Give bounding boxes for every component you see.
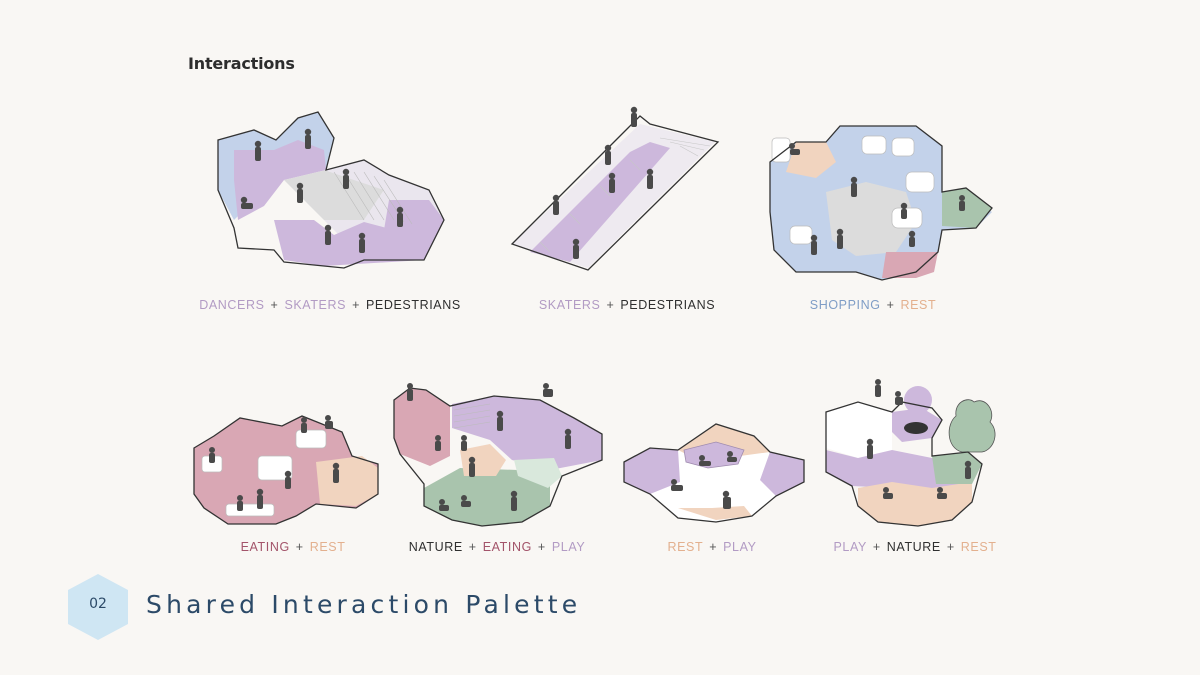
caption-word: PEDESTRIANS (365, 298, 461, 312)
section-number-hexagon (68, 574, 128, 640)
section-number: 02 (89, 596, 107, 612)
plaza-outline (217, 111, 445, 269)
caption-skaters-pedestrians: SKATERS + PEDESTRIANS (539, 298, 715, 312)
play-hole (904, 422, 928, 434)
caption-play-nature-rest: PLAY + NATURE + REST (833, 540, 996, 554)
green-zone (942, 188, 992, 228)
caption-word: SKATERS (538, 298, 601, 312)
diagram-rest-play (620, 420, 806, 524)
caption-word: NATURE (886, 540, 941, 554)
caption-eating-rest: EATING + REST (241, 540, 346, 554)
rest-zone (316, 456, 378, 506)
caption-word: PEDESTRIANS (620, 298, 716, 312)
nature-zone (424, 468, 550, 526)
caption-shopping-rest: SHOPPING + REST (810, 298, 936, 312)
caption-word: REST (667, 540, 704, 554)
play-zone-right (760, 452, 804, 496)
people-figures (789, 143, 965, 255)
tree (948, 399, 996, 453)
plus-sign: + (709, 540, 718, 554)
caption-dancers-skaters-pedestrians: DANCERS + SKATERS + PEDESTRIANS (199, 298, 461, 312)
caption-word: PLAY (723, 540, 757, 554)
caption-word: DANCERS (199, 298, 265, 312)
ramp-purple-zone (530, 142, 670, 262)
caption-word: REST (900, 298, 937, 312)
diagram-eating-rest (192, 412, 380, 528)
diagram-skaters-pedestrians (510, 102, 722, 272)
plaza-outline (769, 125, 993, 281)
rest-zone-bottom (678, 506, 752, 520)
play-zone-left (624, 448, 680, 494)
caption-word: PLAY (551, 540, 586, 554)
diagram-play-nature-rest (822, 372, 1008, 530)
people-figures (407, 383, 572, 511)
people-figures (671, 451, 737, 509)
caption-word: REST (960, 540, 997, 554)
people-figures (209, 415, 340, 511)
plus-sign: + (537, 540, 546, 554)
section-heading: Interactions (188, 54, 295, 73)
play-circle (904, 386, 932, 414)
people-figures (866, 379, 972, 499)
ramp-hatching (539, 137, 711, 253)
plaza-outline (193, 415, 379, 525)
mint-zone (514, 458, 562, 488)
caption-rest-play: REST + PLAY (667, 540, 756, 554)
plaza-outline (393, 387, 603, 527)
caption-word: REST (309, 540, 346, 554)
diagram-dancers-skaters-pedestrians (214, 110, 448, 270)
rose-zone (882, 252, 938, 278)
caption-word: SHOPPING (809, 298, 881, 312)
plus-sign: + (295, 540, 304, 554)
caption-nature-eating-play: NATURE + EATING + PLAY (409, 540, 586, 554)
plus-sign: + (606, 298, 615, 312)
plus-sign: + (270, 298, 279, 312)
ramp-outline (510, 115, 720, 271)
people-figures (240, 128, 404, 253)
plus-sign: + (886, 298, 895, 312)
diagram-nature-eating-play (390, 380, 606, 528)
plaza-outline (623, 423, 805, 523)
plus-sign: + (468, 540, 477, 554)
plus-sign: + (352, 298, 360, 312)
kiosks (771, 135, 935, 245)
caption-word: EATING (240, 540, 290, 554)
plus-sign: + (872, 540, 881, 554)
caption-word: EATING (482, 540, 532, 554)
plaza-gray-zone (826, 182, 916, 256)
caption-word: SKATERS (284, 298, 347, 312)
play-zone (452, 396, 602, 470)
diagram-shopping-rest (766, 122, 996, 282)
people-figures (552, 106, 654, 259)
plus-sign: + (946, 540, 955, 554)
stairs (453, 403, 491, 429)
caption-word: PLAY (833, 540, 867, 554)
play-wall (826, 402, 892, 458)
section-title: Shared Interaction Palette (146, 590, 582, 619)
caption-word: NATURE (408, 540, 463, 554)
